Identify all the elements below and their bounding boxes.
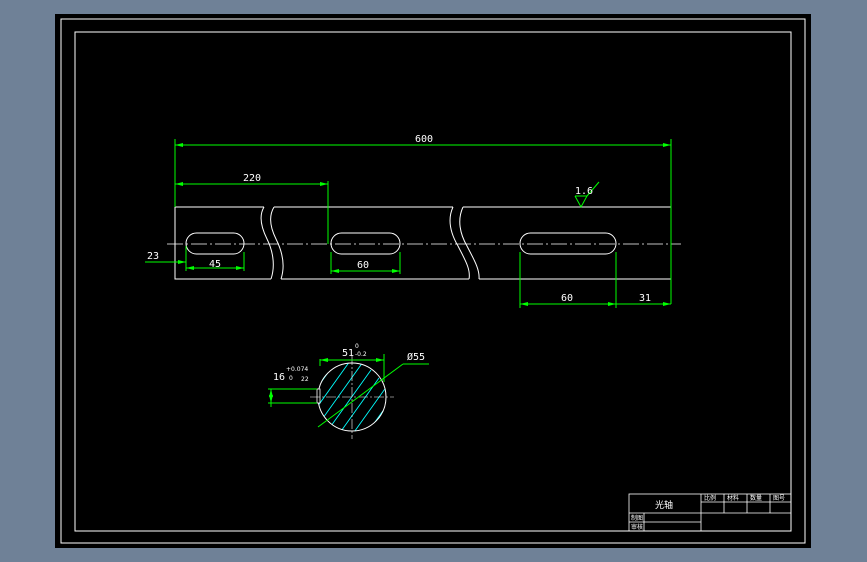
dim-text-23: 23 (147, 251, 159, 262)
keyway-dim-tol-lower: 0 (289, 375, 293, 382)
section-arrows (269, 358, 384, 403)
keyway-slot-1[interactable] (185, 232, 245, 255)
break-line-2a (449, 206, 470, 280)
title-header-1: 比例 (704, 494, 716, 502)
shaft-dimensions (145, 139, 672, 308)
shaft-left-outline (174, 206, 271, 280)
keyway-note: 22 (301, 376, 309, 383)
inner-frame (74, 31, 792, 532)
dim-text-60a: 60 (357, 260, 369, 271)
dim-text-60b: 60 (561, 293, 573, 304)
section-dimensions (268, 354, 429, 428)
keyway-slot-3[interactable] (519, 232, 617, 255)
title-row-checked: 审核 (631, 523, 643, 531)
title-part-name: 光轴 (655, 499, 673, 511)
width-dim-base: 51 (342, 348, 354, 359)
break-line-1a (260, 206, 274, 280)
title-row-drawn: 制图 (631, 514, 643, 522)
keyway-dim-tol-upper: +0.074 (286, 366, 308, 373)
width-dim-tol-lower: -0.2 (355, 351, 367, 358)
cad-drawing-canvas[interactable]: 600 220 23 45 60 60 31 1.6 (55, 14, 811, 548)
section-texts: 51 0 -0.2 16 +0.074 0 22 Ø55 (273, 343, 425, 383)
break-line-1b (270, 206, 284, 280)
outer-frame (60, 18, 806, 544)
break-line-2b (459, 206, 480, 280)
dim-text-600: 600 (415, 134, 433, 145)
keyway-dim-base: 16 (273, 372, 285, 383)
dim-text-45: 45 (209, 259, 221, 270)
shaft-view[interactable] (174, 206, 672, 280)
title-header-3: 数量 (750, 494, 762, 502)
shaft-right-outline (463, 206, 672, 280)
title-header-2: 材料 (727, 494, 739, 502)
section-hatch (318, 363, 386, 431)
diameter-label: Ø55 (407, 351, 425, 363)
title-header-4: 图号 (773, 495, 785, 502)
cad-viewport[interactable]: 600 220 23 45 60 60 31 1.6 (55, 14, 811, 548)
section-keyway (316, 388, 321, 404)
title-block[interactable]: 光轴 比例 材料 数量 图号 制图 审核 (628, 493, 792, 532)
surface-roughness-symbol: 1.6 (574, 181, 600, 209)
roughness-value: 1.6 (575, 186, 593, 197)
dim-text-220: 220 (243, 173, 261, 184)
section-view[interactable] (289, 338, 411, 480)
dimension-arrows (175, 143, 671, 306)
dim-text-31: 31 (639, 293, 651, 304)
keyway-slot-2[interactable] (330, 232, 401, 255)
width-dim-tol-upper: 0 (355, 343, 359, 350)
